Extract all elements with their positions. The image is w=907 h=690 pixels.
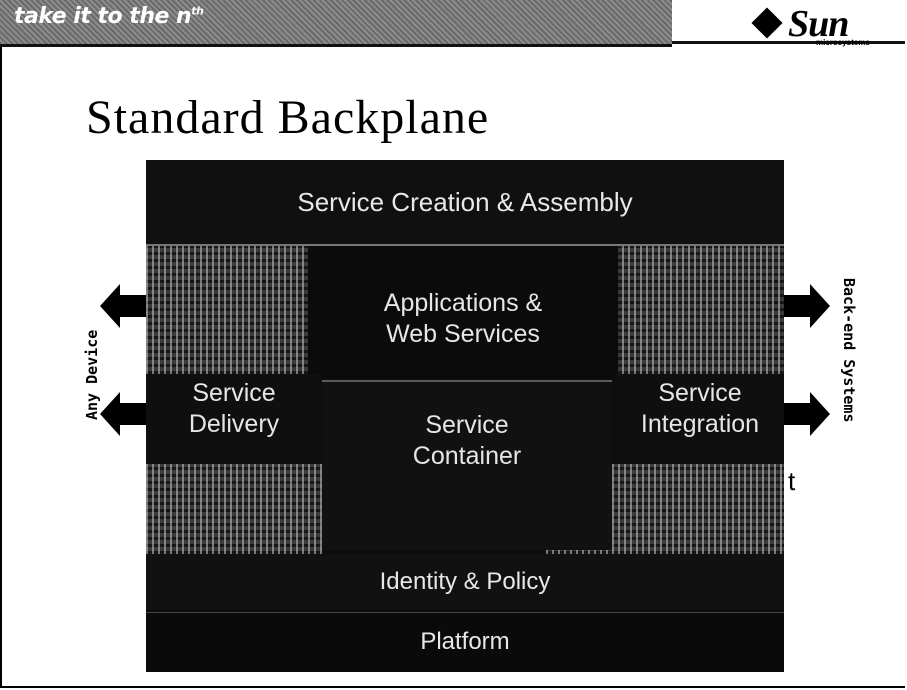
sun-logo: Sun microsystems [751,3,876,47]
identity-policy-band: Identity & Policy [146,554,784,610]
any-device-label: Any Device [83,329,101,420]
container-box [322,382,612,550]
center-divider [322,380,612,382]
hatch-bottom-left [146,464,322,554]
tagline-banner: take it to the nth [0,0,672,47]
left-arrow-upper [100,284,146,328]
left-arrow-lower [100,392,146,436]
hatch-top-left [146,246,322,374]
logo-subtitle: microsystems [816,38,870,47]
tagline: take it to the nth [14,4,204,29]
header-rule [672,41,905,44]
service-delivery-label: Service Delivery [188,379,280,438]
hatch-top-right [616,246,784,374]
service-integration-label: Service Integration [640,379,760,438]
slide-title: Standard Backplane [86,91,490,144]
delivery-box [146,374,322,464]
stray-text: t [788,466,796,496]
service-creation-band: Service Creation & Assembly [146,160,784,246]
logo-name: Sun [788,3,849,45]
applications-label: Applications & Web Services [383,289,543,348]
integration-box [616,374,784,464]
service-container-label: Service Container [412,411,522,470]
right-arrow-upper [784,284,830,328]
platform-band: Platform [146,612,784,672]
sun-diamond-icon [751,7,783,39]
right-arrow-lower [784,392,830,436]
applications-box [308,246,618,378]
back-end-systems-label: Back-end Systems [840,278,858,423]
backplane-diagram: Service Creation & Assembly Applications… [146,160,784,672]
